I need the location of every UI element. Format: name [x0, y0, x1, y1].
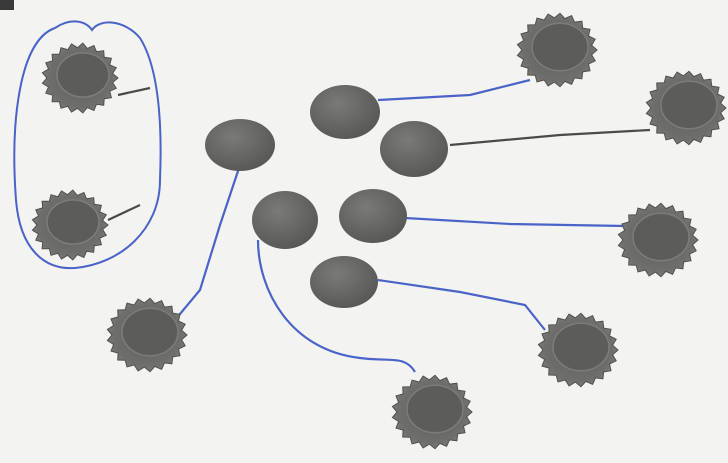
bottle-cap-icon — [391, 374, 473, 450]
corner-mark — [0, 0, 14, 10]
disc-icon — [252, 191, 318, 249]
disc-icon — [380, 121, 448, 177]
line-disc5-cap-bottom — [256, 239, 416, 373]
line-cap-mid-stub — [107, 204, 141, 221]
line-cap-top-stub — [117, 86, 151, 97]
discs — [205, 85, 448, 308]
bottle-caps — [31, 12, 727, 450]
disc-icon — [310, 85, 380, 139]
bottle-cap-icon — [516, 12, 598, 88]
circled-group-outline — [13, 20, 162, 270]
bottle-cap-icon — [537, 312, 619, 388]
line-disc3-cap-left — [174, 164, 242, 321]
line-disc1-cap-topright — [377, 78, 531, 102]
line-disc6-cap-bottomright — [377, 278, 546, 331]
bottle-cap-icon — [41, 42, 119, 114]
line-disc4-cap-right2 — [404, 216, 626, 228]
disc-icon — [339, 189, 407, 243]
bottle-cap-icon — [31, 189, 109, 261]
bottle-cap-icon — [106, 297, 188, 373]
bottle-cap-icon — [617, 202, 699, 278]
line-disc2-cap-right — [449, 128, 651, 147]
connection-lines — [107, 78, 651, 373]
disc-icon — [205, 119, 275, 171]
disc-icon — [310, 256, 378, 308]
bottle-cap-icon — [645, 70, 727, 146]
